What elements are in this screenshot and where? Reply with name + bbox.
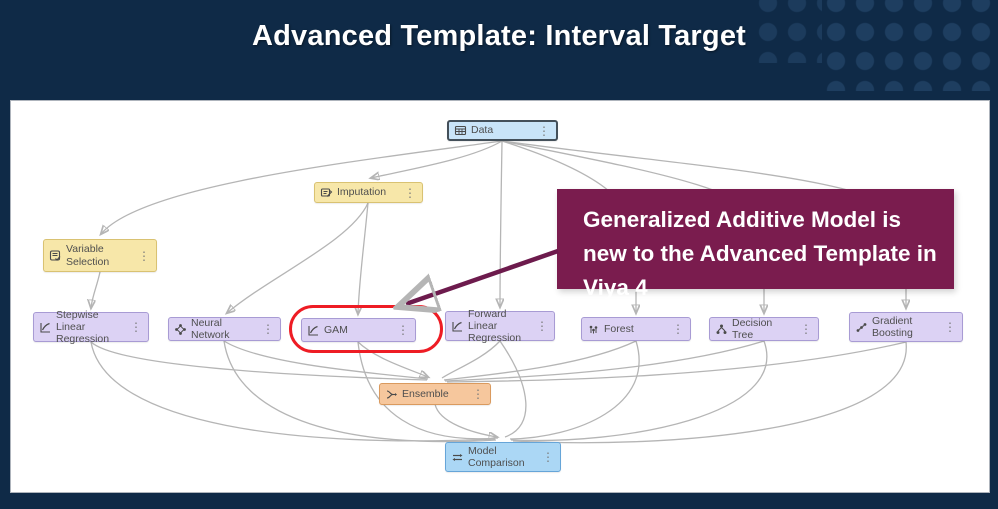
- node-neural-network[interactable]: Neural Network ⋮: [168, 317, 281, 341]
- node-label: Imputation: [337, 186, 387, 199]
- kebab-menu-icon[interactable]: ⋮: [800, 322, 812, 336]
- node-model-comparison[interactable]: Model Comparison ⋮: [445, 442, 561, 472]
- node-gradient-boosting[interactable]: Gradient Boosting ⋮: [849, 312, 963, 342]
- gradient-boosting-icon: [855, 321, 868, 334]
- node-label: Data: [471, 124, 494, 137]
- node-gam[interactable]: GAM ⋮: [301, 318, 416, 342]
- node-forward-linear-regression[interactable]: Forward Linear Regression ⋮: [445, 307, 555, 345]
- page-title: Advanced Template: Interval Target: [251, 20, 747, 52]
- table-icon: [454, 124, 467, 137]
- ensemble-icon: [385, 388, 398, 401]
- kebab-menu-icon[interactable]: ⋮: [130, 320, 142, 334]
- node-label: Model Comparison: [468, 444, 525, 469]
- node-label: Stepwise Linear Regression: [56, 308, 110, 346]
- node-label: GAM: [324, 323, 348, 336]
- variable-selection-icon: [49, 249, 62, 262]
- decision-tree-icon: [715, 323, 728, 336]
- kebab-menu-icon[interactable]: ⋮: [538, 123, 550, 138]
- kebab-menu-icon[interactable]: ⋮: [138, 248, 150, 263]
- node-imputation[interactable]: Imputation ⋮: [314, 182, 423, 203]
- node-decision-tree[interactable]: Decision Tree ⋮: [709, 317, 819, 341]
- line-chart-icon: [451, 320, 464, 333]
- line-chart-icon: [39, 321, 52, 334]
- kebab-menu-icon[interactable]: ⋮: [262, 322, 274, 336]
- node-label: Neural Network: [191, 316, 230, 341]
- node-label: Variable Selection: [66, 243, 110, 268]
- annotation-callout: Generalized Additive Model is new to the…: [557, 189, 954, 300]
- node-label: Gradient Boosting: [872, 314, 913, 339]
- node-stepwise-linear-regression[interactable]: Stepwise Linear Regression ⋮: [33, 308, 149, 346]
- pipeline-canvas: Data ⋮ Imputation ⋮ Variable Selection ⋮…: [10, 100, 990, 493]
- node-label: Decision Tree: [732, 316, 773, 341]
- kebab-menu-icon[interactable]: ⋮: [944, 320, 956, 334]
- pipeline-edges: [11, 140, 991, 444]
- node-label: Ensemble: [402, 387, 449, 400]
- model-comparison-icon: [451, 451, 464, 464]
- neural-network-icon: [174, 323, 187, 336]
- kebab-menu-icon[interactable]: ⋮: [536, 319, 548, 333]
- imputation-icon: [320, 186, 333, 199]
- forest-icon: [587, 323, 600, 336]
- node-label: Forest: [604, 322, 634, 335]
- kebab-menu-icon[interactable]: ⋮: [672, 322, 684, 336]
- line-chart-icon: [307, 324, 320, 337]
- kebab-menu-icon[interactable]: ⋮: [404, 185, 416, 200]
- kebab-menu-icon[interactable]: ⋮: [397, 323, 409, 337]
- node-label: Forward Linear Regression: [468, 307, 522, 345]
- kebab-menu-icon[interactable]: ⋮: [542, 450, 554, 464]
- callout-arrow: [11, 248, 559, 494]
- node-ensemble[interactable]: Ensemble ⋮: [379, 383, 491, 405]
- node-data[interactable]: Data ⋮: [447, 120, 558, 141]
- node-variable-selection[interactable]: Variable Selection ⋮: [43, 239, 157, 272]
- kebab-menu-icon[interactable]: ⋮: [472, 387, 484, 401]
- node-forest[interactable]: Forest ⋮: [581, 317, 691, 341]
